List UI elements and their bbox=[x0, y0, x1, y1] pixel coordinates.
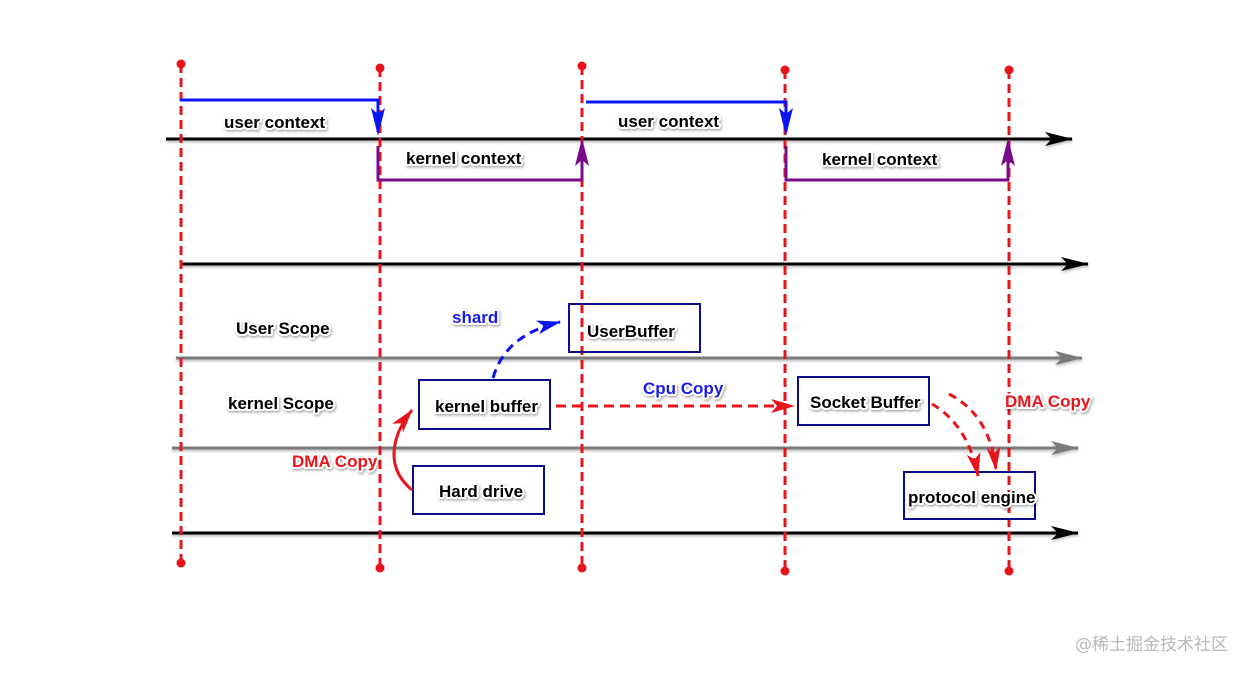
dma-copy-arrow-disk-to-kernel bbox=[392, 409, 414, 492]
kernel-scope-label: kernel Scope bbox=[228, 394, 334, 413]
user-scope-label: User Scope bbox=[236, 319, 330, 338]
timeline-marker-top-dot bbox=[1004, 65, 1014, 75]
timeline-marker-top-dot bbox=[577, 61, 587, 71]
timeline-marker-top-dot bbox=[375, 63, 385, 73]
dma-copy-label-right: DMA Copy bbox=[1005, 392, 1091, 411]
kernel-buffer-label: kernel buffer bbox=[435, 397, 538, 416]
timeline-marker-top-dot bbox=[780, 65, 790, 75]
kernel-context-arrowhead-2 bbox=[1001, 138, 1015, 166]
context-label-user-1: user context bbox=[224, 113, 325, 132]
user-buffer-label: UserBuffer bbox=[587, 322, 675, 341]
dma-copy-label-left: DMA Copy bbox=[292, 452, 378, 471]
user-buffer-box bbox=[568, 303, 701, 353]
kernel-buffer-box bbox=[418, 379, 551, 430]
timeline-marker-bottom-dot bbox=[577, 563, 587, 573]
context-label-user-2: user context bbox=[618, 112, 719, 131]
user-context-arrowhead-1 bbox=[371, 108, 385, 136]
watermark: @稀土掘金技术社区 bbox=[1075, 635, 1228, 655]
kernel-context-line-1 bbox=[376, 146, 584, 182]
socket-buffer-label: Socket Buffer bbox=[810, 393, 921, 412]
hard-drive-box bbox=[412, 465, 545, 515]
cpu-copy-label: Cpu Copy bbox=[643, 379, 724, 398]
user-context-arrowhead-2 bbox=[779, 108, 793, 136]
timeline-marker-bottom-dot bbox=[176, 558, 186, 568]
context-label-kernel-1: kernel context bbox=[406, 149, 522, 168]
kernel-context-arrowhead-1 bbox=[575, 138, 589, 166]
timeline-marker-bottom-dot bbox=[375, 563, 385, 573]
timeline-marker-bottom-dot bbox=[780, 566, 790, 576]
context-label-kernel-2: kernel context bbox=[822, 150, 938, 169]
kernel-context-line-2 bbox=[784, 146, 1010, 182]
dma-copy-arrow-socket-to-engine-1 bbox=[931, 402, 981, 477]
hard-drive-label: Hard drive bbox=[439, 482, 523, 501]
socket-buffer-box bbox=[797, 376, 930, 426]
dma-copy-arrow-socket-to-engine-2 bbox=[948, 392, 1001, 471]
timeline-marker-top-dot bbox=[176, 59, 186, 69]
timeline-marker-bottom-dot bbox=[1004, 566, 1014, 576]
shard-label: shard bbox=[452, 308, 498, 327]
shard-arrow bbox=[491, 320, 561, 379]
protocol-engine-label: protocol engine bbox=[908, 488, 1036, 507]
